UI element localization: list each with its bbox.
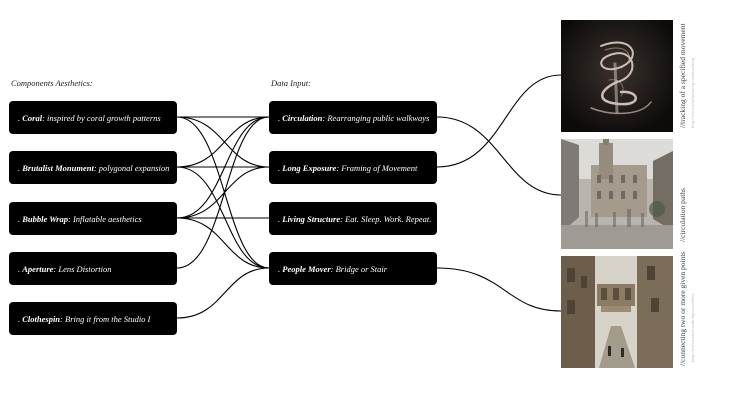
component-desc: : Inflatable aesthetics	[68, 213, 142, 224]
component-desc: : Lens Distortion	[53, 263, 112, 274]
photo-movement-tracking	[561, 20, 673, 132]
component-name: Brutalist Monument	[22, 162, 94, 173]
component-coral[interactable]: . Coral: inspired by coral growth patter…	[9, 101, 177, 134]
photo-label-connecting: //connecting two or more given points	[678, 251, 687, 366]
input-name: Circulation	[282, 112, 323, 123]
component-name: Aperture	[22, 263, 54, 274]
input-name: People Mover	[282, 263, 331, 274]
input-circulation[interactable]: . Circulation: Rearranging public walkwa…	[269, 101, 437, 134]
link-bubble-circulation	[176, 116, 270, 219]
component-aperture[interactable]: . Aperture: Lens Distortion	[9, 252, 177, 285]
link-circulation-photo	[436, 116, 562, 196]
component-bubble-wrap[interactable]: . Bubble Wrap: Inflatable aesthetics	[9, 202, 177, 235]
photo-sublabel-connecting: http://www.barcelonabridges.com/bcn	[690, 293, 695, 362]
link-aperture-circulation	[176, 116, 270, 269]
photo-sublabel-movement: http://www.pixelpainting.com/tracking	[690, 58, 695, 128]
input-people-mover[interactable]: . People Mover: Bridge or Stair	[269, 252, 437, 285]
link-bubble-long-exposure	[176, 166, 270, 219]
input-desc: : Framing of Movement	[336, 162, 418, 173]
link-people-mover-photo	[436, 267, 562, 312]
link-clothespin-people-mover	[176, 267, 270, 319]
component-name: Coral	[22, 112, 43, 123]
input-desc: : Rearranging public walkways	[322, 112, 430, 123]
link-coral-long-exposure	[176, 116, 270, 168]
component-desc: : polygonal expansion	[93, 162, 170, 173]
data-input-heading: Data Input:	[271, 78, 311, 88]
input-living-structure[interactable]: . Living Structure: Eat. Sleep. Work. Re…	[269, 202, 437, 235]
link-long-exposure-photo	[436, 74, 562, 168]
component-brutalist-monument[interactable]: . Brutalist Monument: polygonal expansio…	[9, 151, 177, 184]
input-name: Living Structure	[282, 213, 341, 224]
input-name: Long Exposure	[282, 162, 337, 173]
link-brutalist-circulation	[176, 116, 270, 168]
photo-connecting-bridge	[561, 256, 673, 368]
photo-label-circulation: //circulation paths	[678, 188, 687, 242]
component-name: Bubble Wrap	[22, 213, 68, 224]
input-long-exposure[interactable]: . Long Exposure: Framing of Movement	[269, 151, 437, 184]
photo-label-movement: //tracking of a specified movement	[678, 23, 687, 128]
photo-circulation-paths	[561, 139, 673, 249]
input-desc: : Bridge or Stair	[330, 263, 388, 274]
component-clothespin[interactable]: . Clothespin: Bring it from the Studio I	[9, 302, 177, 335]
components-heading: Components Aesthetics:	[11, 78, 93, 88]
component-desc: : Bring it from the Studio I	[60, 313, 151, 324]
component-name: Clothespin	[22, 313, 61, 324]
input-desc: : Eat. Sleep. Work. Repeat.	[340, 213, 432, 224]
link-bubble-people-mover	[176, 217, 270, 269]
component-desc: : inspired by coral growth patterns	[42, 112, 161, 123]
